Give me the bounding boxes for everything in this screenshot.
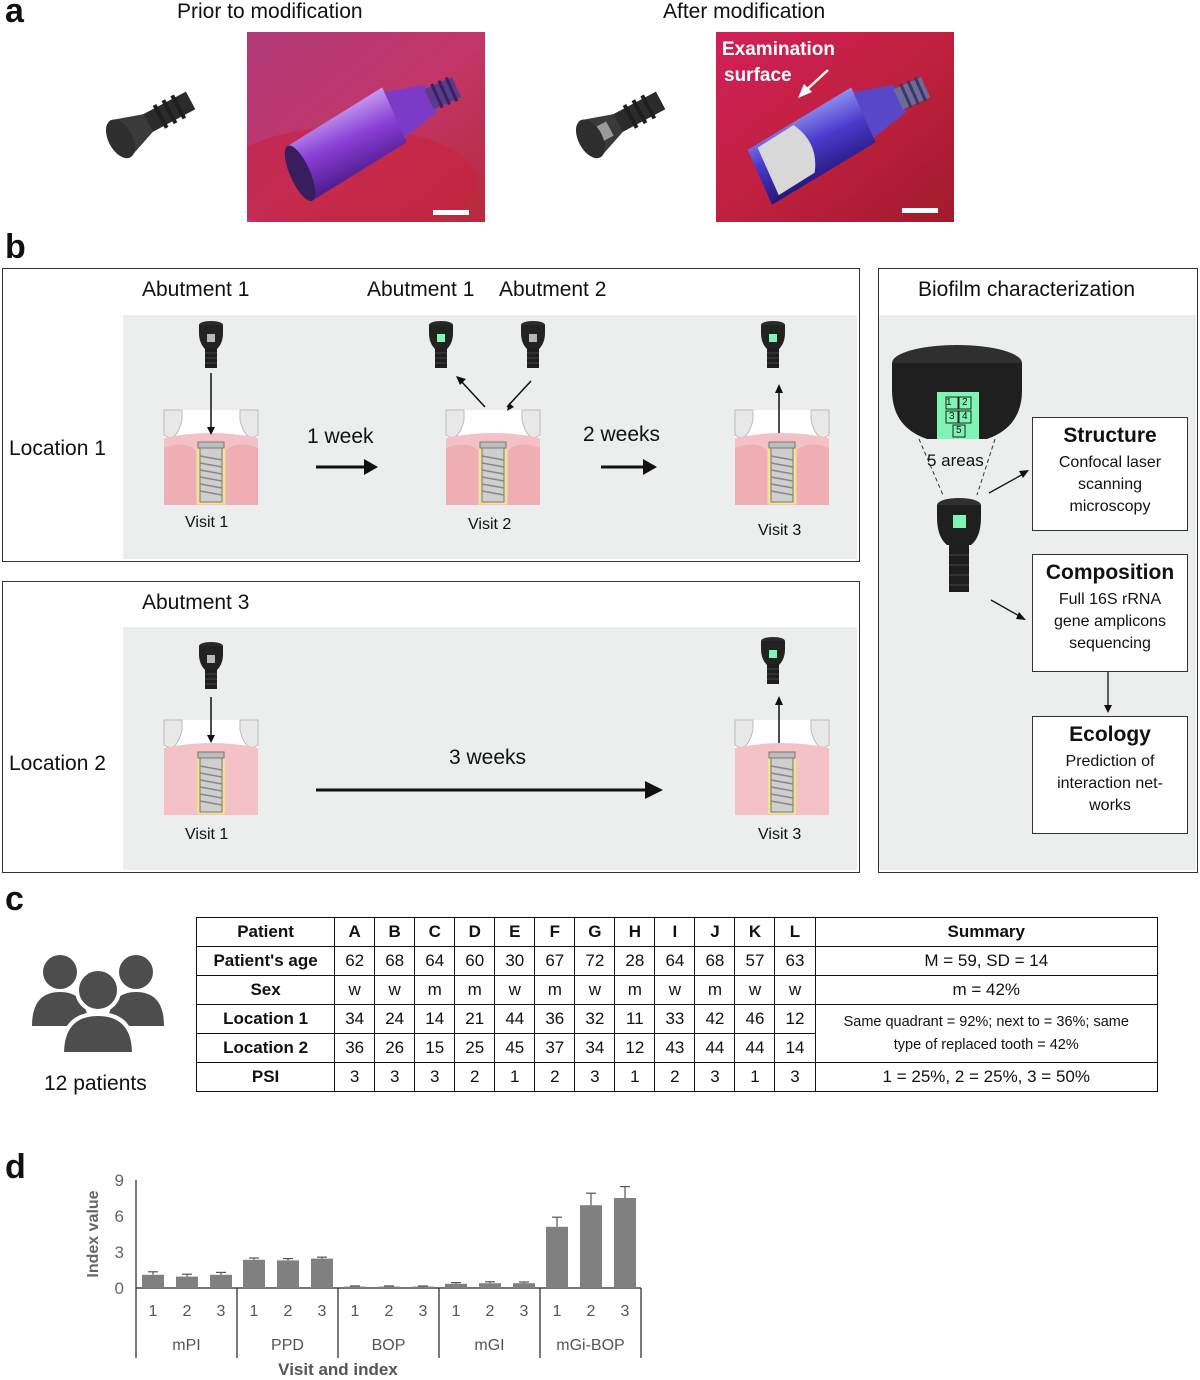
x-tick-label: 3 bbox=[520, 1303, 529, 1320]
abutment-3-label: Abutment 3 bbox=[142, 591, 250, 614]
examination-surface-label: Examination surface bbox=[722, 39, 835, 86]
abutment-render-prior bbox=[105, 91, 196, 159]
visit-3-label-loc1: Visit 3 bbox=[758, 522, 802, 539]
y-tick-label: 6 bbox=[115, 1207, 124, 1226]
prior-label: Prior to modification bbox=[177, 0, 363, 23]
bar-mGi-BOP-3 bbox=[614, 1198, 636, 1288]
structure-box: Structure Confocal laser scanning micros… bbox=[1032, 417, 1188, 531]
area-number-2: 2 bbox=[962, 397, 968, 408]
x-axis-label: Visit and index bbox=[278, 1360, 398, 1379]
location-2-timeline bbox=[163, 636, 830, 816]
x-tick-label: 3 bbox=[621, 1303, 630, 1320]
interval-3-weeks: 3 weeks bbox=[449, 746, 527, 769]
x-tick-label: 3 bbox=[318, 1303, 327, 1320]
abutment-render-after bbox=[575, 91, 666, 159]
bar-mPI-1 bbox=[142, 1274, 164, 1288]
x-tick-label: 1 bbox=[149, 1303, 158, 1320]
x-tick-label: 2 bbox=[486, 1303, 495, 1320]
location-1-timeline bbox=[163, 320, 830, 506]
bar-BOP-1 bbox=[344, 1286, 366, 1288]
x-tick-label: 2 bbox=[183, 1303, 192, 1320]
bar-mGi-BOP-2 bbox=[580, 1205, 602, 1288]
x-tick-label: 2 bbox=[385, 1303, 394, 1320]
header-summary: Summary bbox=[814, 917, 1159, 947]
composition-box: Composition Full 16S rRNA gene amplicons… bbox=[1032, 554, 1188, 672]
five-areas-label: 5 areas bbox=[927, 451, 984, 470]
bar-BOP-2 bbox=[378, 1286, 400, 1288]
patients-label: 12 patients bbox=[44, 1072, 147, 1095]
bar-PPD-3 bbox=[311, 1258, 333, 1288]
bar-BOP-3 bbox=[412, 1286, 434, 1288]
abutment-1-label: Abutment 1 bbox=[142, 278, 250, 301]
biofilm-title: Biofilm characterization bbox=[918, 278, 1136, 301]
area-number-4: 4 bbox=[962, 411, 968, 422]
location-2-label: Location 2 bbox=[9, 752, 106, 775]
panel-c-letter: c bbox=[5, 880, 24, 918]
abutment-1-mid-label: Abutment 1 bbox=[367, 278, 475, 301]
biofilm-diagram bbox=[892, 345, 1112, 713]
x-tick-label: 1 bbox=[452, 1303, 461, 1320]
after-label: After modification bbox=[663, 0, 826, 23]
ecology-title: Ecology bbox=[1069, 723, 1151, 746]
y-tick-label: 3 bbox=[115, 1243, 124, 1262]
x-tick-label: 2 bbox=[587, 1303, 596, 1320]
header-patient: Patient bbox=[195, 917, 336, 947]
bar-PPD-1 bbox=[243, 1259, 265, 1288]
group-label: mGI bbox=[474, 1337, 504, 1354]
bar-mPI-2 bbox=[176, 1276, 198, 1288]
y-tick-label: 9 bbox=[115, 1171, 124, 1190]
bar-PPD-2 bbox=[277, 1260, 299, 1288]
structure-title: Structure bbox=[1063, 424, 1157, 447]
location-summary: Same quadrant = 92%; next to = 36%; same… bbox=[814, 1004, 1159, 1063]
group-label: BOP bbox=[372, 1337, 406, 1354]
photo-prior bbox=[247, 32, 485, 222]
x-tick-label: 1 bbox=[553, 1303, 562, 1320]
group-label: mPI bbox=[172, 1337, 200, 1354]
visit-1-label-loc1: Visit 1 bbox=[185, 514, 229, 531]
area-number-3: 3 bbox=[949, 411, 955, 422]
x-tick-label: 1 bbox=[351, 1303, 360, 1320]
bar-mGI-2 bbox=[479, 1283, 501, 1288]
interval-1-week: 1 week bbox=[307, 425, 374, 448]
y-axis-label: Index value bbox=[85, 1190, 102, 1277]
bar-mGi-BOP-1 bbox=[546, 1226, 568, 1288]
visit-1-label-loc2: Visit 1 bbox=[185, 826, 229, 843]
composition-title: Composition bbox=[1045, 561, 1175, 584]
bar-mGI-3 bbox=[513, 1283, 535, 1288]
visit-3-label-loc2: Visit 3 bbox=[758, 826, 802, 843]
abutment-2-label: Abutment 2 bbox=[499, 278, 607, 301]
group-label: mGi-BOP bbox=[556, 1337, 624, 1354]
x-tick-label: 3 bbox=[217, 1303, 226, 1320]
panel-d-letter: d bbox=[5, 1148, 26, 1186]
x-tick-label: 2 bbox=[284, 1303, 293, 1320]
location-1-label: Location 1 bbox=[9, 437, 106, 460]
x-tick-label: 3 bbox=[419, 1303, 428, 1320]
ecology-box: Ecology Prediction of interaction net- w… bbox=[1032, 716, 1188, 834]
area-number-1: 1 bbox=[946, 397, 952, 408]
group-label: PPD bbox=[271, 1337, 304, 1354]
visit-2-label-loc1: Visit 2 bbox=[468, 516, 512, 533]
panel-a-letter: a bbox=[5, 0, 24, 30]
interval-2-weeks: 2 weeks bbox=[583, 423, 661, 446]
area-number-5: 5 bbox=[956, 425, 962, 436]
patients-icon bbox=[32, 955, 164, 1056]
panel-b-letter: b bbox=[5, 228, 26, 266]
x-tick-label: 1 bbox=[250, 1303, 259, 1320]
y-tick-label: 0 bbox=[115, 1279, 124, 1298]
bar-mPI-3 bbox=[210, 1274, 232, 1288]
bar-mGI-1 bbox=[445, 1283, 467, 1288]
photo-after bbox=[716, 32, 954, 222]
